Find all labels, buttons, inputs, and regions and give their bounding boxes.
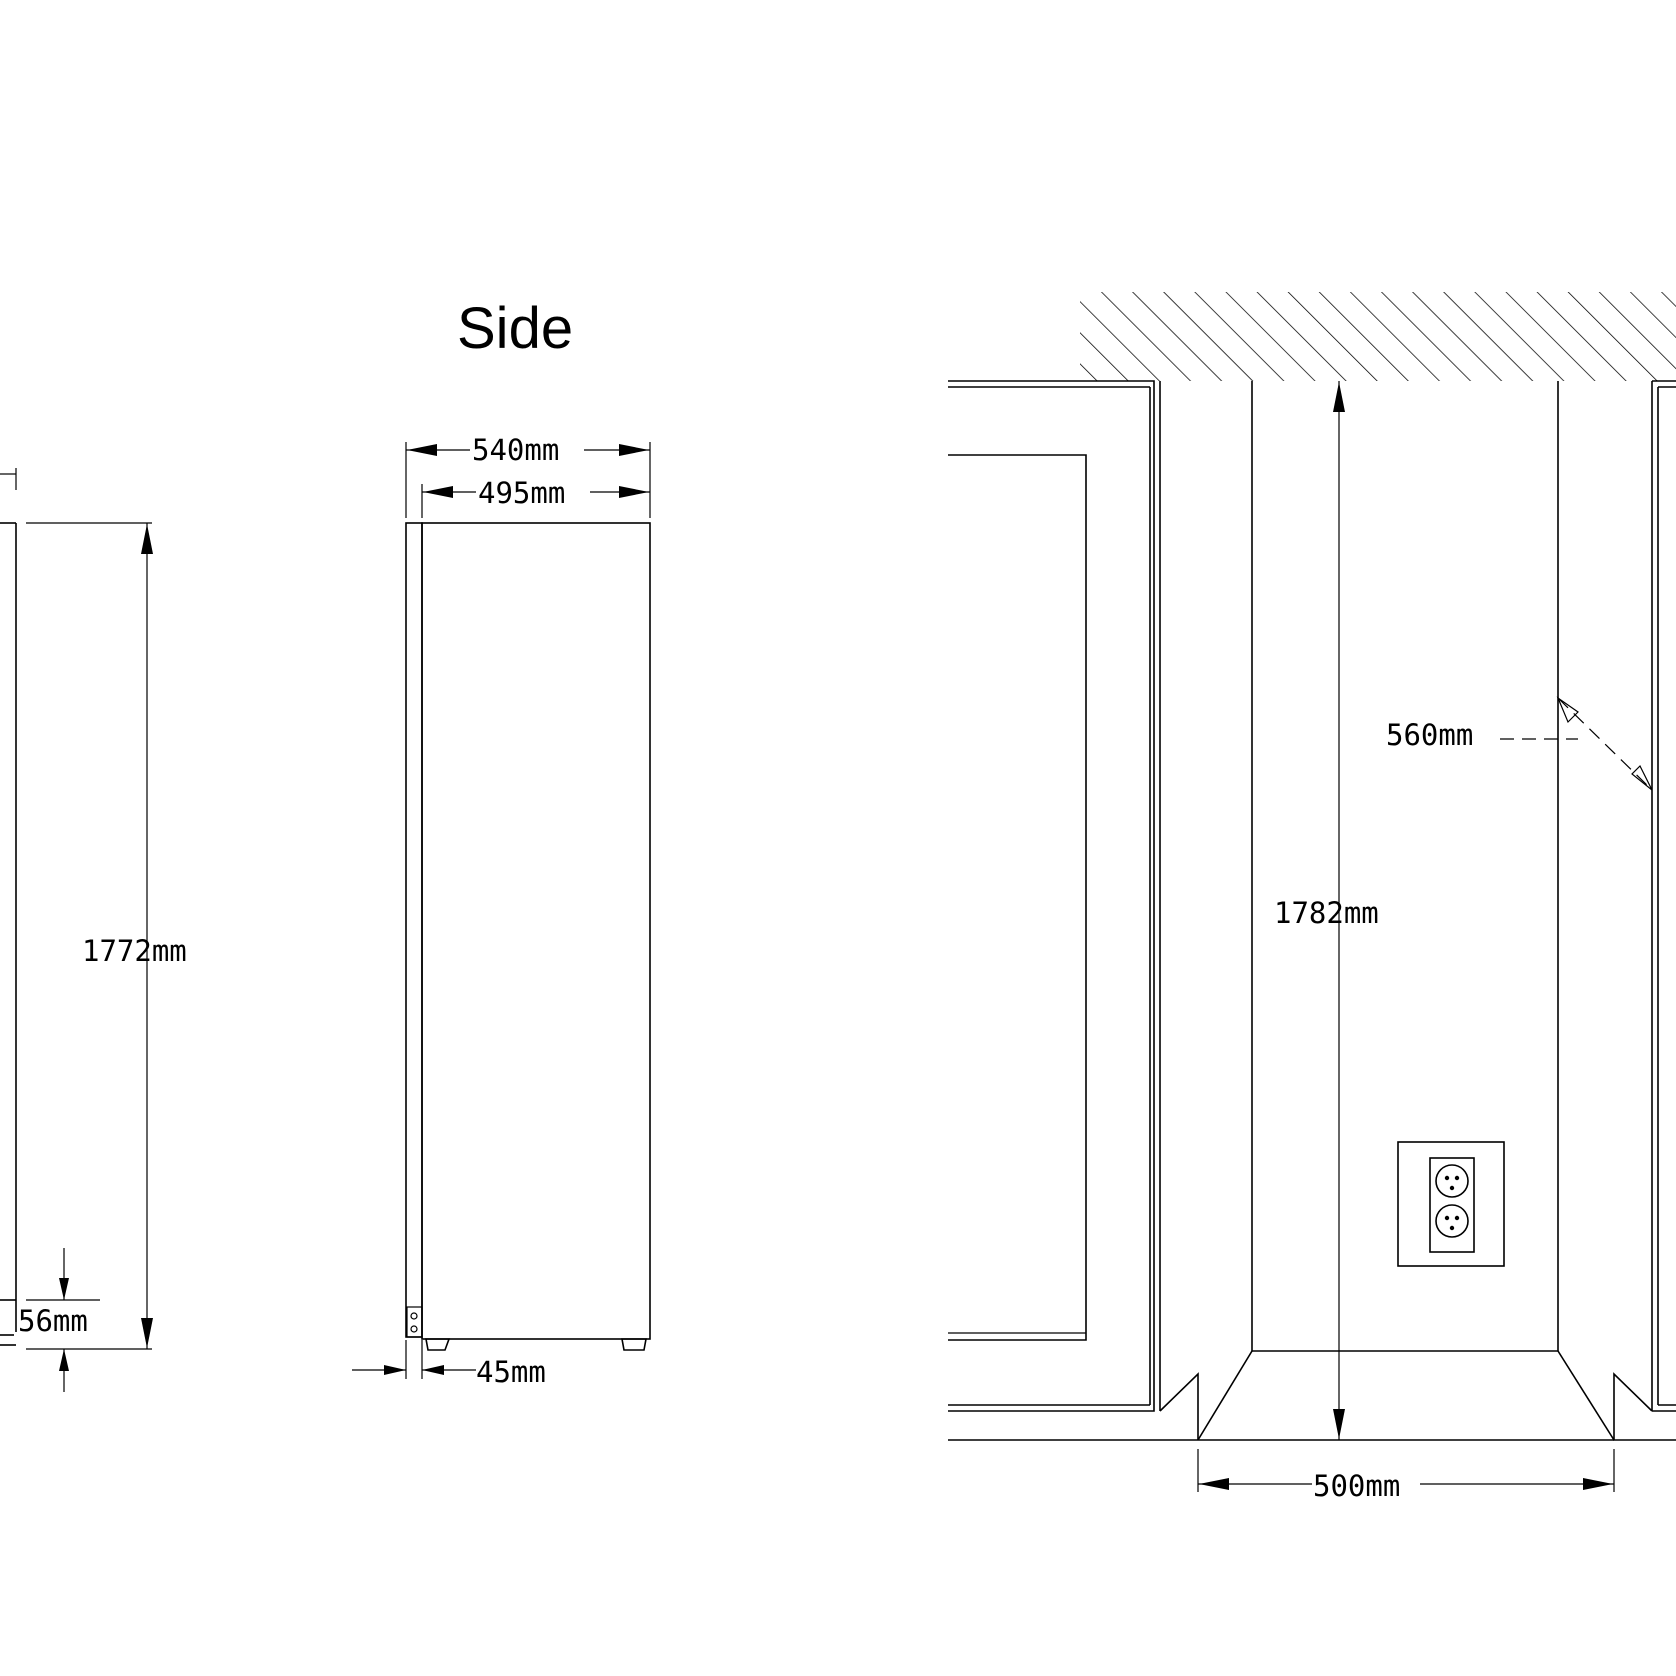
- left-cabinet-outline: [948, 380, 1155, 1412]
- front-foot-dimension: 56mm: [18, 1248, 100, 1392]
- side-door-gap-dimension: 45mm: [352, 1340, 546, 1389]
- front-height-label: 1772mm: [82, 934, 187, 968]
- niche-clearance-dimension: 560mm: [1386, 696, 1653, 791]
- front-foot: [425, 1338, 451, 1351]
- left-cabinet-door: [948, 454, 1087, 1341]
- hinge-screw: [410, 1325, 418, 1333]
- niche-width-label: 500mm: [1313, 1469, 1400, 1503]
- wall-hatch: [1080, 292, 1676, 381]
- front-height-dimension: 1772mm: [26, 522, 187, 1350]
- front-view: [0, 468, 17, 1346]
- arrow-down: [141, 1318, 153, 1348]
- front-foot-label: 56mm: [18, 1304, 88, 1338]
- niche-width-dimension: 500mm: [1197, 1449, 1615, 1503]
- arrow-up: [141, 524, 153, 554]
- cabinet-body: [421, 522, 651, 1340]
- double-power-outlet-icon: [1397, 1141, 1505, 1267]
- side-depth-total-dimension: 540mm: [405, 432, 651, 518]
- side-view: [405, 522, 651, 1351]
- niche-view: [948, 292, 1676, 1441]
- side-door-gap-label: 45mm: [476, 1355, 546, 1389]
- rear-foot: [621, 1338, 647, 1351]
- side-total-depth-label: 540mm: [472, 433, 559, 467]
- side-body-depth-label: 495mm: [478, 476, 565, 510]
- side-view-title: Side: [457, 296, 573, 361]
- hinge-screw: [410, 1312, 418, 1320]
- niche-height-dimension: 1782mm: [1274, 381, 1379, 1440]
- door-panel: [405, 522, 423, 1338]
- niche-clearance-label: 560mm: [1386, 718, 1473, 752]
- hinge: [406, 1306, 423, 1338]
- side-depth-body-dimension: 495mm: [421, 476, 650, 518]
- niche-height-label: 1782mm: [1274, 896, 1379, 930]
